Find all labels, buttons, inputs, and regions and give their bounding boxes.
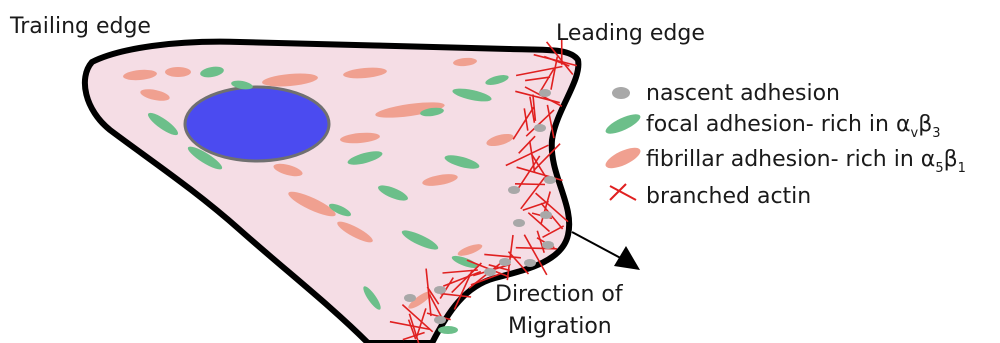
legend-nascent-swatch bbox=[612, 87, 630, 99]
nascent-adhesion bbox=[404, 294, 416, 302]
nascent-adhesion bbox=[534, 124, 546, 132]
nascent-adhesion bbox=[524, 259, 536, 267]
fibrillar-adhesion bbox=[165, 67, 191, 77]
nascent-adhesion bbox=[542, 241, 554, 249]
nascent-adhesion bbox=[539, 89, 551, 97]
nascent-adhesion bbox=[434, 286, 446, 294]
focal-adhesion bbox=[438, 326, 458, 334]
nascent-adhesion bbox=[544, 176, 556, 184]
legend-actin-label: branched actin bbox=[646, 184, 811, 209]
legend: nascent adhesion focal adhesion- rich in… bbox=[603, 81, 966, 209]
nascent-adhesion bbox=[508, 186, 520, 194]
migration-arrowhead bbox=[614, 246, 640, 270]
nascent-adhesion bbox=[540, 211, 552, 219]
nascent-adhesion bbox=[499, 258, 511, 266]
leading-edge-label: Leading edge bbox=[556, 21, 705, 46]
legend-fibrillar-swatch bbox=[603, 144, 643, 173]
legend-focal-swatch bbox=[603, 111, 643, 138]
legend-fibrillar-label: fibrillar adhesion- rich in α5β1 bbox=[646, 147, 966, 176]
legend-focal-label: focal adhesion- rich in αvβ3 bbox=[646, 112, 941, 141]
nascent-adhesion bbox=[484, 268, 496, 276]
nascent-adhesion bbox=[434, 316, 446, 324]
legend-nascent-label: nascent adhesion bbox=[646, 81, 840, 106]
nucleus bbox=[185, 87, 329, 161]
trailing-edge-label: Trailing edge bbox=[9, 14, 151, 39]
nascent-adhesion bbox=[513, 219, 525, 227]
legend-actin-swatch bbox=[610, 184, 636, 200]
direction-label-line1: Direction of bbox=[495, 282, 624, 307]
direction-label-line2: Migration bbox=[508, 314, 612, 339]
